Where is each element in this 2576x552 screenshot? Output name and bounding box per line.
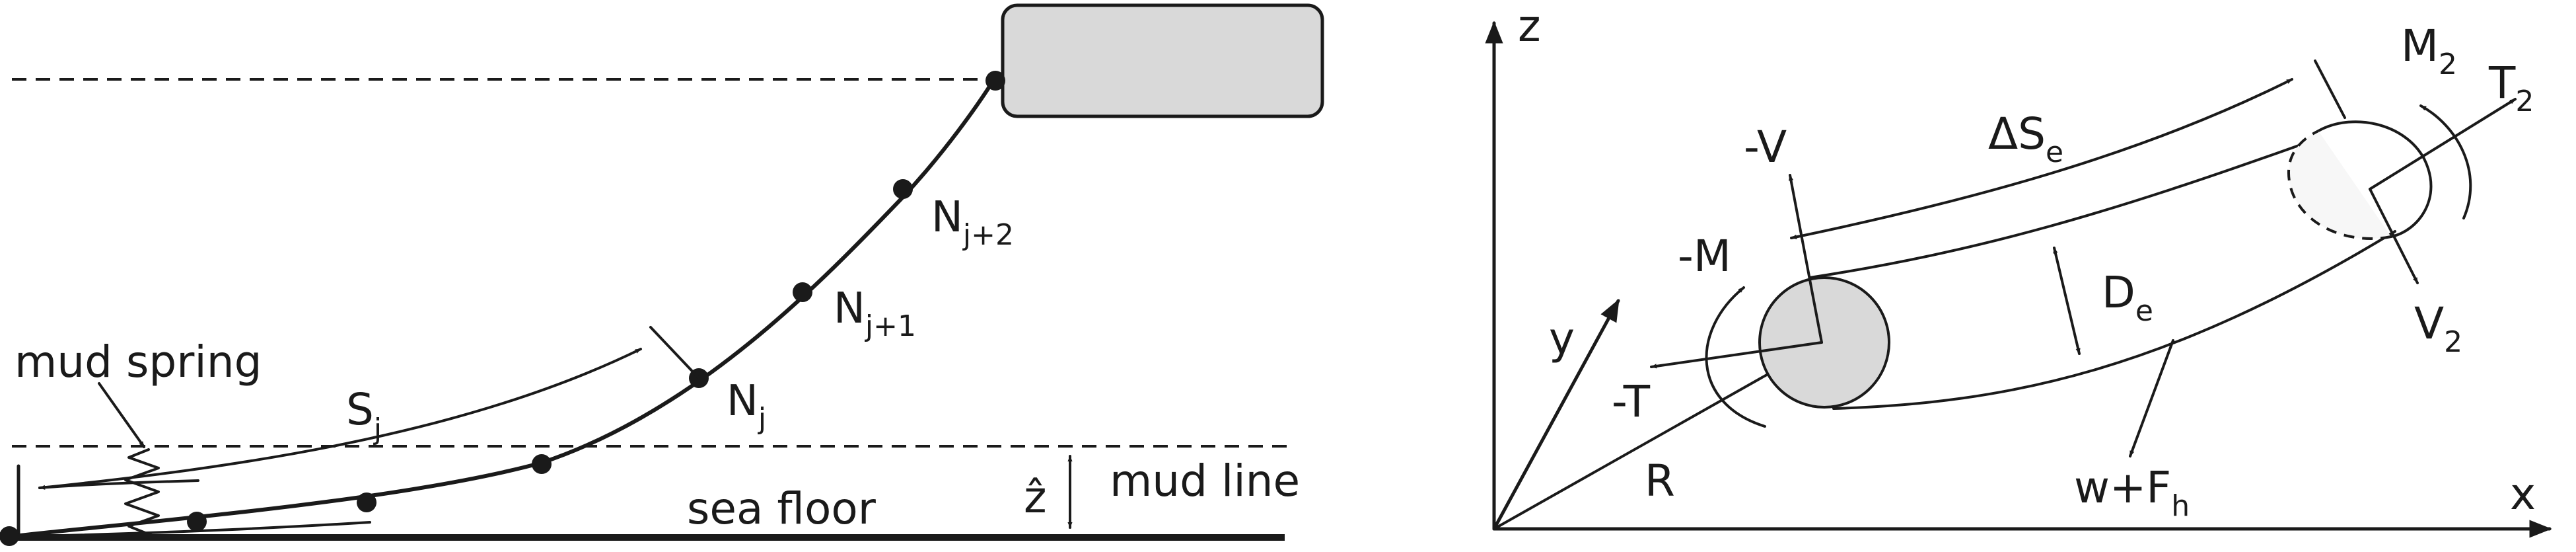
- segment-length-label: Sj: [346, 384, 382, 446]
- left-panel: mud spring Sj Nj Nj+1 Nj+2 ẑ mud line se…: [0, 3, 1324, 546]
- tension-t2-label: T2: [2488, 58, 2534, 118]
- fairlead-node: [985, 71, 1005, 91]
- minus-v-label: -V: [1744, 122, 1787, 173]
- diameter-arrow: [2053, 247, 2081, 355]
- element-length-tick: [2314, 59, 2346, 119]
- node-n-j-plus-2: [893, 179, 913, 199]
- z-hat-label: ẑ: [1024, 472, 1047, 523]
- node-n-j-plus-1: [793, 282, 812, 302]
- element-start-section: [1758, 276, 1890, 409]
- right-panel: z x y R -T -M -V ΔSe De M2 T2 V2 w+Fh: [1485, 1, 2552, 538]
- position-vector-r-label: R: [1645, 455, 1675, 506]
- mud-spring-leader: [98, 382, 145, 448]
- mud-spring-label: mud spring: [15, 336, 262, 387]
- shear-v2-label: V2: [2414, 298, 2462, 359]
- tension-t2-arrow: [2369, 98, 2517, 190]
- shear-v2-arrow: [2369, 188, 2419, 284]
- node-n-j-label: Nj: [727, 377, 766, 436]
- minus-t-label: -T: [1612, 376, 1651, 427]
- diameter-label: De: [2102, 267, 2153, 328]
- y-axis: [1492, 299, 1620, 531]
- anchor-node: [0, 526, 19, 546]
- x-axis-label: x: [2510, 469, 2536, 520]
- element-length-label: ΔSe: [1988, 108, 2063, 169]
- segment-length-arrow: [38, 348, 642, 489]
- mud-spring-zigzag: [124, 448, 160, 537]
- floating-vessel: [1001, 3, 1324, 118]
- moment-minus-m-arrow: [1705, 286, 1766, 428]
- tension-minus-t-arrow: [1650, 341, 1823, 369]
- sea-floor-label: sea floor: [687, 483, 877, 534]
- element-length-arrow: [1790, 78, 2293, 239]
- node-n-j-plus-2-label: Nj+2: [931, 193, 1014, 252]
- node-n-j-plus-1-label: Nj+1: [834, 284, 916, 343]
- y-axis-label: y: [1549, 313, 1575, 364]
- element-end-section: [2317, 120, 2433, 238]
- minus-m-label: -M: [1678, 231, 1731, 282]
- node: [532, 454, 552, 474]
- moment-m2-label: M2: [2401, 20, 2457, 81]
- shear-minus-v-arrow: [1788, 174, 1823, 344]
- segment-end-tick: [649, 326, 700, 379]
- segment-length-arrow-left: [38, 479, 199, 490]
- weight-force-label: w+Fh: [2074, 462, 2190, 523]
- z-axis-label: z: [1518, 1, 1541, 52]
- element-tube-bottom: [1832, 230, 2396, 410]
- mud-line-label: mud line: [1110, 455, 1300, 506]
- node: [187, 512, 207, 532]
- moment-m2-arrow: [2419, 104, 2472, 219]
- mooring-line: [6, 77, 996, 539]
- weight-force-arrow: [2129, 339, 2174, 457]
- node: [357, 493, 376, 512]
